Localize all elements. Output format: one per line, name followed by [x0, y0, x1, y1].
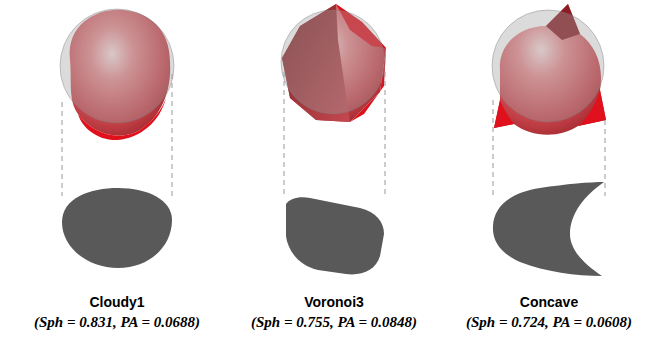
shape-name: Cloudy1	[89, 294, 144, 310]
shape-name: Concave	[520, 294, 578, 310]
concave-particle	[492, 4, 606, 276]
shape-name: Voronoi3	[304, 294, 364, 310]
voronoi3-particle	[281, 4, 386, 274]
shape-metrics: (Sph = 0.755, PA = 0.0848)	[251, 314, 417, 331]
shape-metrics: (Sph = 0.724, PA = 0.0608)	[466, 314, 632, 331]
shape-metrics: (Sph = 0.831, PA = 0.0688)	[34, 314, 200, 331]
cloudy1-particle	[60, 9, 174, 268]
